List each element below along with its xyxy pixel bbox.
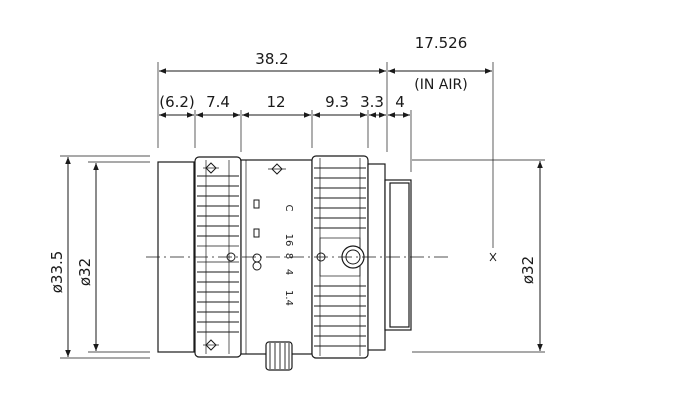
- aperture-value: 4: [283, 269, 294, 275]
- image-plane-marker: [489, 252, 497, 262]
- dim-segment: 7.4: [206, 93, 230, 111]
- extension-lines: [60, 62, 545, 359]
- dim-outer-diameter: ø33.5: [48, 251, 66, 294]
- distance-mark-icon: [253, 228, 260, 238]
- aperture-value: 16: [283, 234, 294, 247]
- dim-rear-diameter: ø32: [519, 256, 537, 284]
- aperture-value: 1.4: [283, 290, 294, 306]
- distance-mark-icon: [253, 199, 260, 209]
- lock-screw-icon: [265, 341, 293, 371]
- dim-flange-distance: 17.526: [415, 34, 468, 52]
- dim-segment: 4: [395, 93, 405, 111]
- focus-label: C: [283, 205, 294, 212]
- dim-segment: 9.3: [325, 93, 349, 111]
- dim-segment: (6.2): [159, 93, 195, 111]
- diamond-index-icon: [203, 339, 219, 351]
- dim-total-length: 38.2: [255, 50, 288, 68]
- dimension-lines: [65, 68, 543, 357]
- diamond-index-icon: [203, 162, 219, 174]
- diamond-index-icon: [268, 163, 286, 175]
- aperture-value: 8: [283, 253, 294, 259]
- lens-body: C 16 8 4 1.4: [157, 155, 412, 371]
- dim-front-diameter: ø32: [76, 258, 94, 286]
- dim-segment: 3.3: [360, 93, 384, 111]
- infinity-icon: [252, 253, 262, 271]
- dim-flange-note: (IN AIR): [414, 77, 467, 93]
- dim-segment: 12: [266, 93, 285, 111]
